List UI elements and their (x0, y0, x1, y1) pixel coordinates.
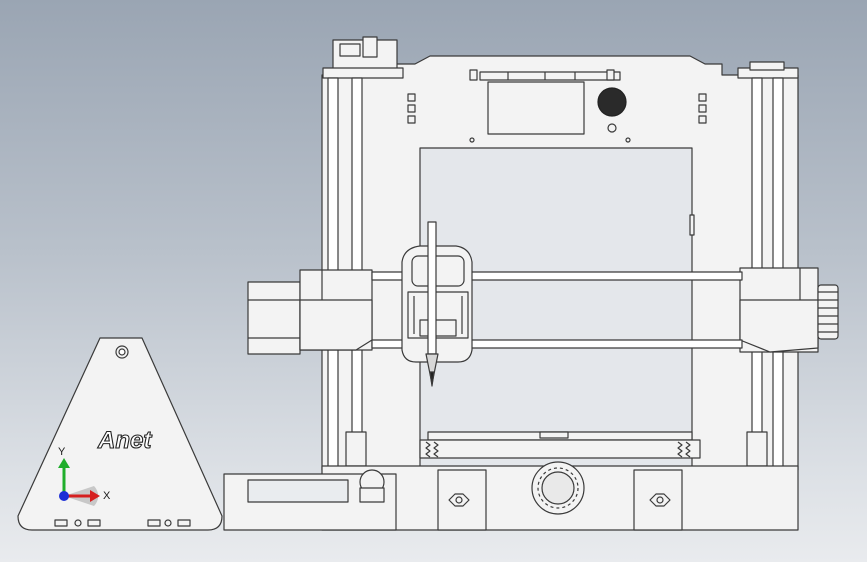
triad-y-label: Y (58, 446, 66, 458)
z-coupler-right (746, 431, 768, 467)
coordinate-triad: Y X (58, 446, 111, 506)
anet-logo: Anet (97, 427, 152, 454)
x-tension-knob (817, 284, 839, 340)
z-endstop-bracket (322, 36, 404, 79)
lcd-controller (223, 469, 397, 531)
top-right-bracket (737, 61, 799, 79)
y-gear-pulley (531, 461, 585, 515)
x-axis-rods (371, 271, 743, 349)
extruder-carriage (401, 221, 473, 387)
heated-bed (419, 431, 701, 459)
triad-x-label: X (103, 490, 111, 502)
y-axis-arrowhead (58, 458, 70, 468)
z-axis-marker (59, 491, 69, 501)
x-axis-arrowhead (90, 490, 100, 502)
z-coupler-left (345, 431, 367, 467)
x-idler-block (739, 267, 819, 353)
printer-frame (321, 55, 799, 471)
x-stepper-motor (247, 269, 373, 355)
bed-springs (425, 441, 691, 458)
side-plate (17, 337, 223, 531)
